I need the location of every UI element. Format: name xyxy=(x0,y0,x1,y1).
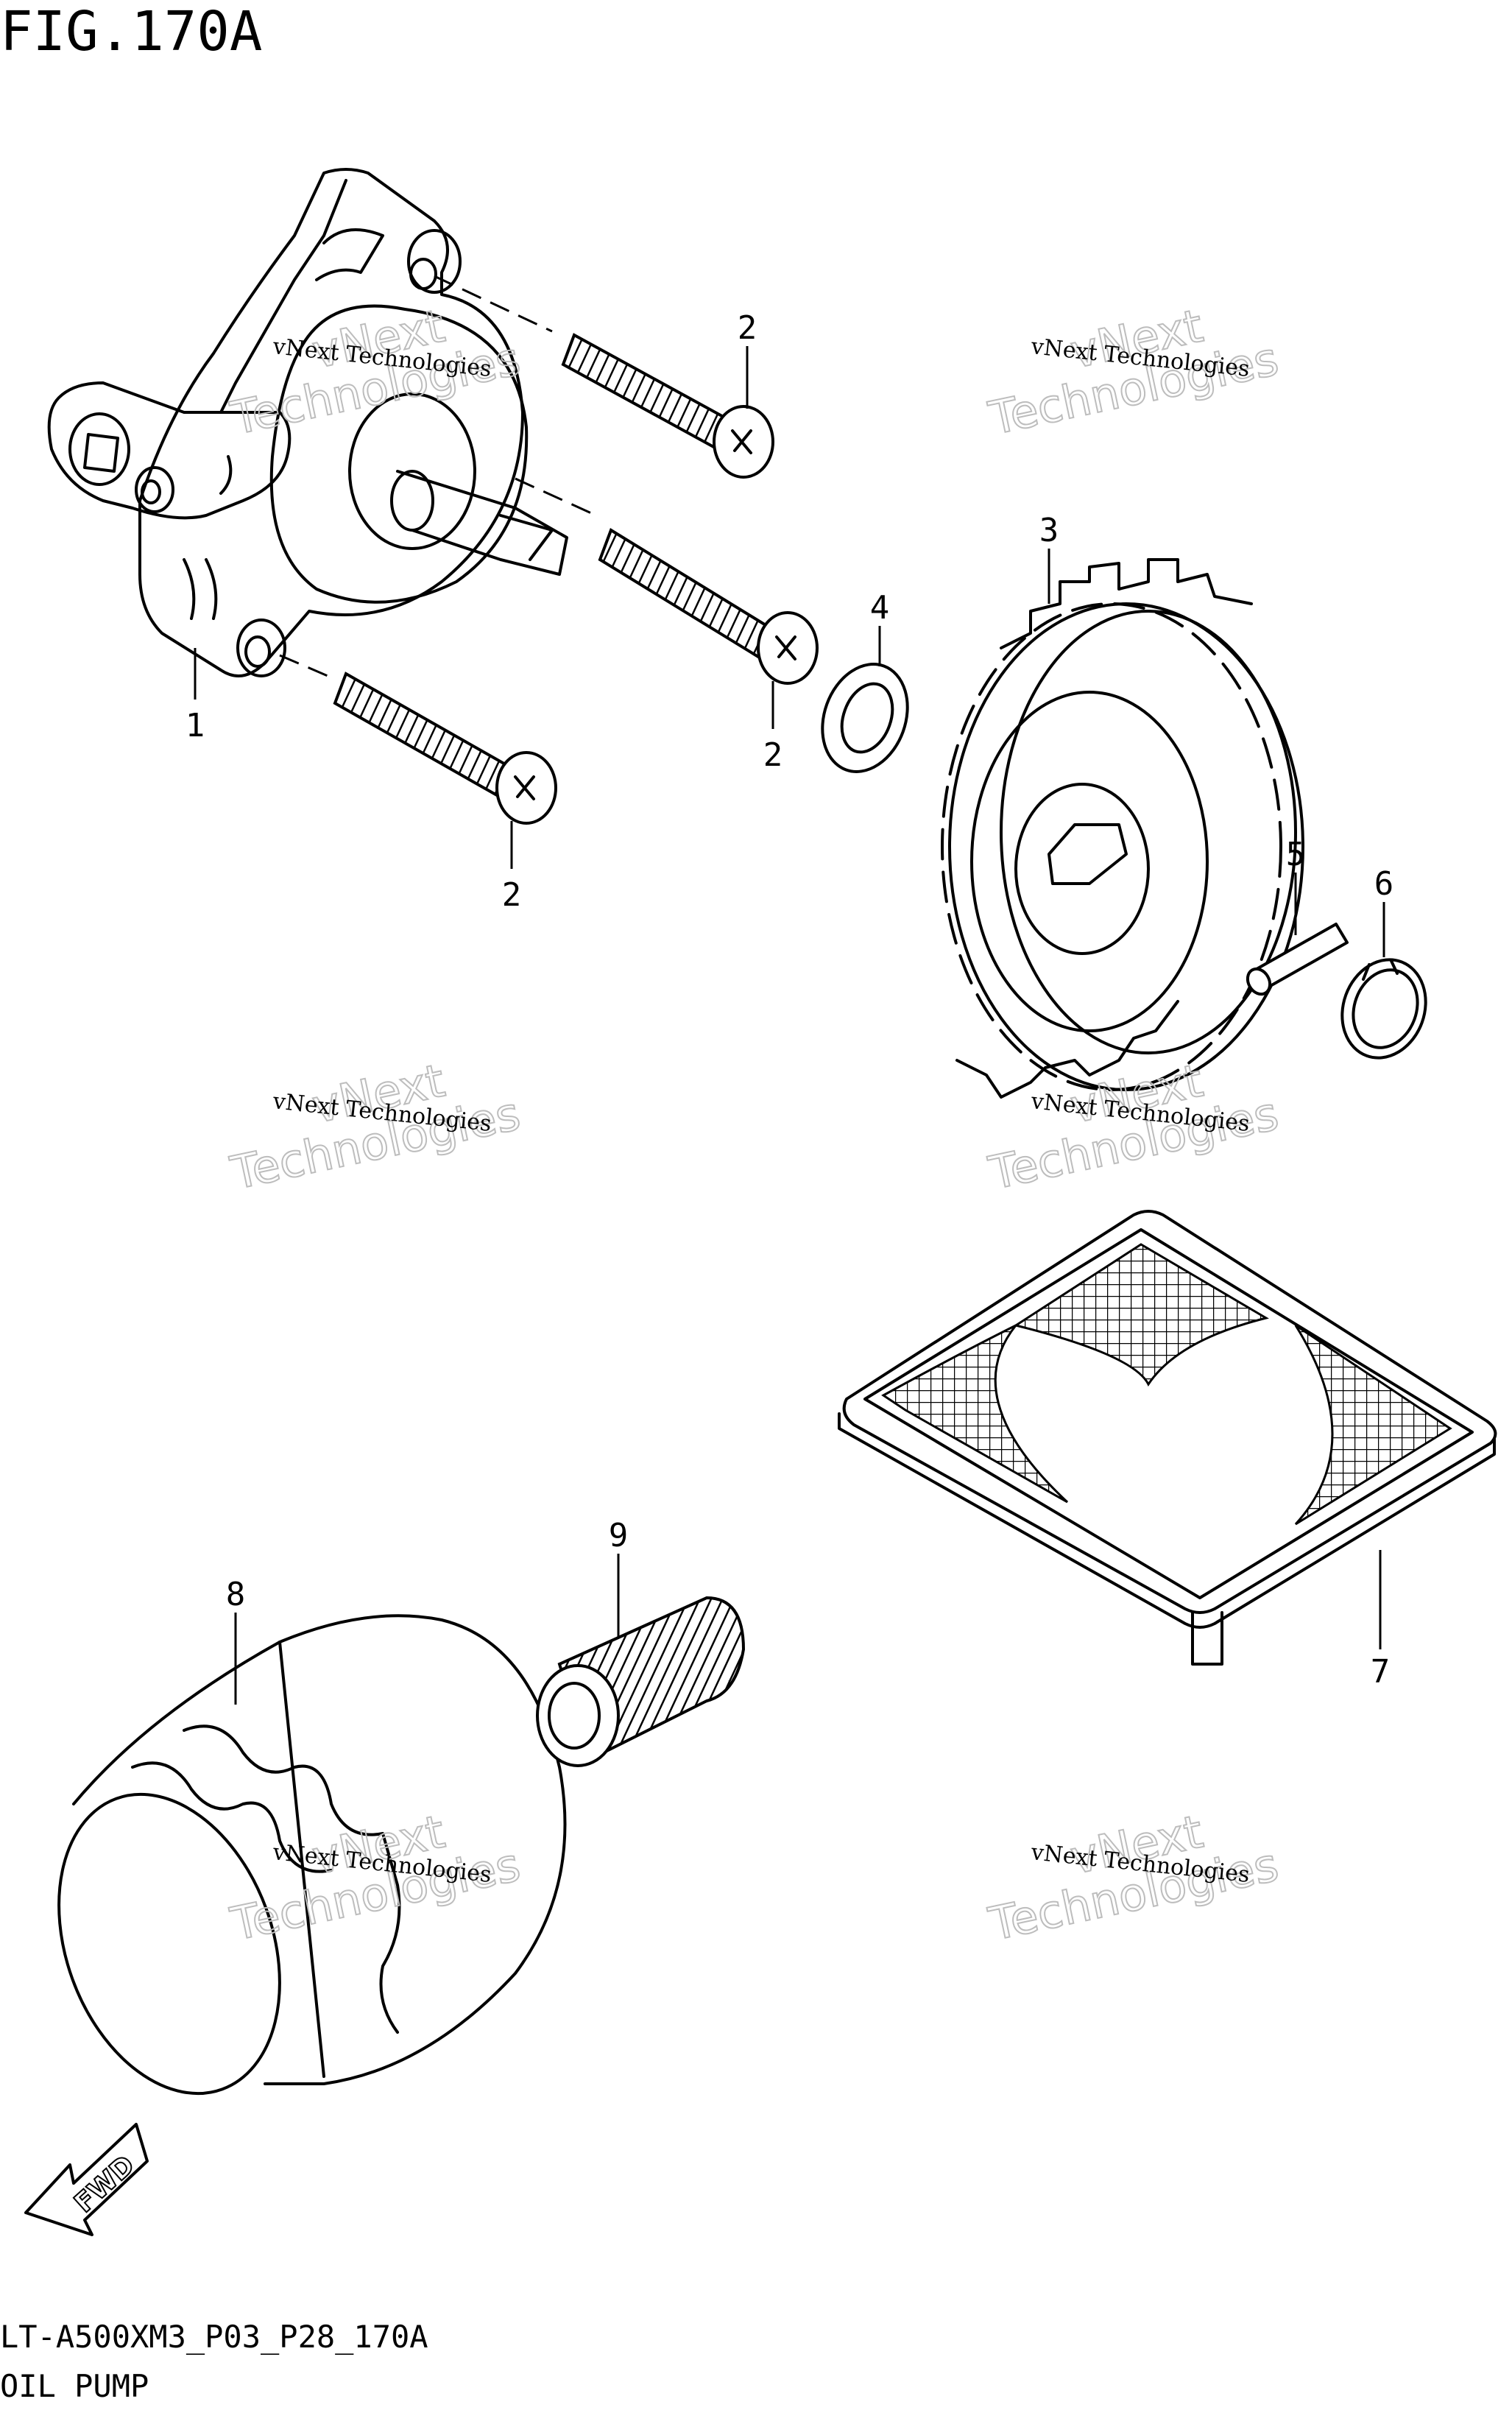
pin xyxy=(1246,923,1349,996)
watermark-3: vNext Technologies vNext Technologies xyxy=(225,1053,526,1201)
figure-title: FIG.170A xyxy=(0,0,262,63)
oil-strainer xyxy=(838,1210,1497,1666)
circlip xyxy=(1340,958,1427,1060)
watermark-2: vNext Technologies vNext Technologies xyxy=(983,298,1284,446)
callout-2-lower: 2 xyxy=(502,876,522,914)
bolt-lower xyxy=(279,654,557,825)
fwd-arrow: FWD xyxy=(24,2123,149,2236)
callout-1: 1 xyxy=(186,707,205,744)
oil-filter xyxy=(57,1614,567,2096)
threaded-fitting xyxy=(536,1596,746,1767)
oil-pump-body xyxy=(47,168,568,677)
watermark-6: vNext Technologies vNext Technologies xyxy=(983,1804,1284,1952)
figure-code: LT-A500XM3_P03_P28_170A xyxy=(0,2319,428,2355)
callout-9: 9 xyxy=(609,1517,629,1554)
figure-caption: OIL PUMP xyxy=(0,2368,149,2404)
callout-2-middle: 2 xyxy=(763,736,783,774)
callout-2-upper: 2 xyxy=(738,309,757,347)
callouts: 1 2 2 2 3 4 5 6 7 8 9 xyxy=(186,309,1394,1705)
callout-3: 3 xyxy=(1039,512,1059,549)
pump-gear xyxy=(941,558,1304,1099)
watermark-5: vNext Technologies vNext Technologies xyxy=(225,1804,526,1952)
callout-6: 6 xyxy=(1374,865,1394,903)
washer xyxy=(821,663,909,773)
callout-5: 5 xyxy=(1286,836,1306,873)
callout-8: 8 xyxy=(226,1576,246,1613)
bolt-upper xyxy=(434,275,774,479)
callout-4: 4 xyxy=(870,589,890,627)
watermark-4: vNext Technologies vNext Technologies xyxy=(983,1053,1284,1201)
callout-7: 7 xyxy=(1371,1653,1391,1691)
bolt-middle xyxy=(515,477,819,685)
